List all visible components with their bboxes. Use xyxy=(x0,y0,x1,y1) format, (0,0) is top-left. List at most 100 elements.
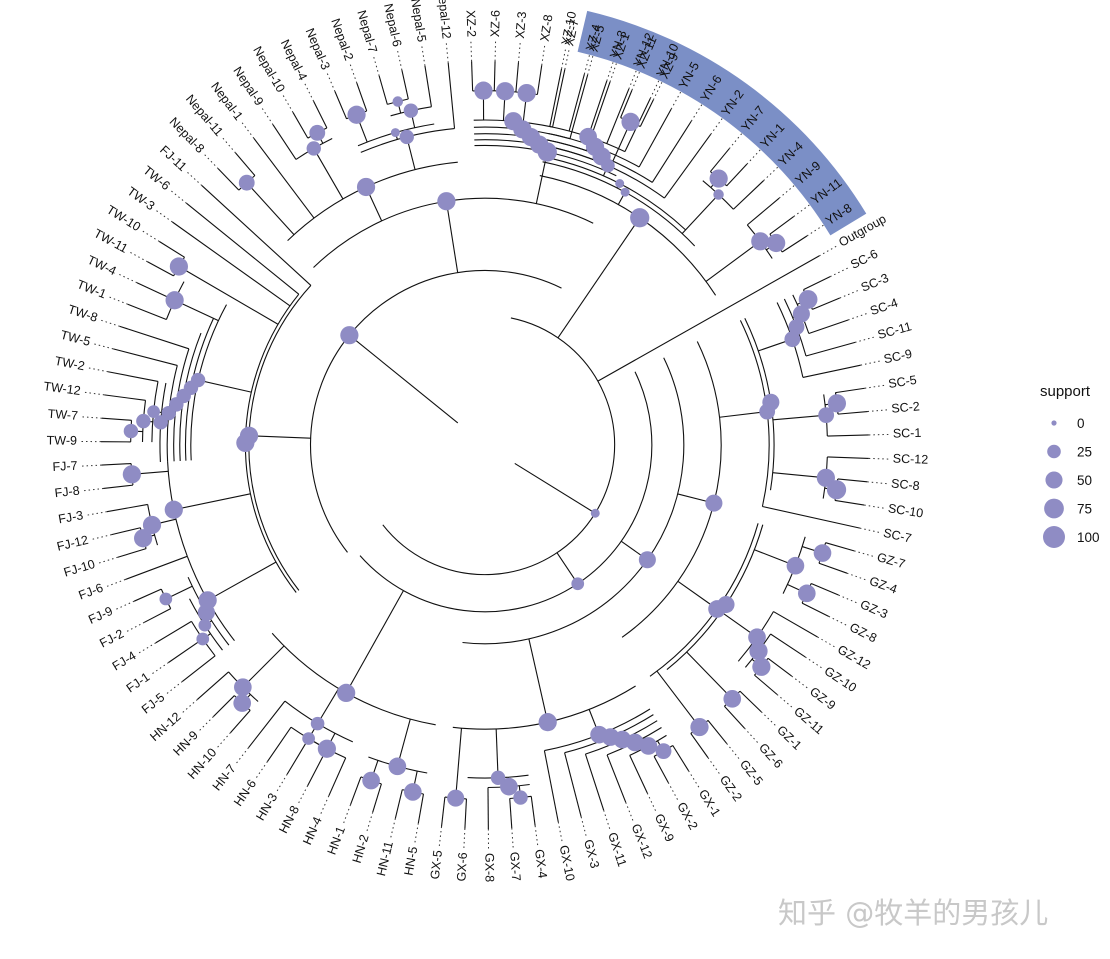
tip-branch xyxy=(663,134,712,199)
support-node-circle xyxy=(122,465,141,484)
support-node-circle xyxy=(390,128,400,138)
tip-dotted-leader xyxy=(817,636,836,648)
tip-branch xyxy=(106,503,148,513)
tip-dotted-leader xyxy=(93,343,114,350)
tip-dotted-leader xyxy=(778,184,795,199)
tip-branch xyxy=(639,99,654,127)
support-node-circle xyxy=(233,694,252,712)
tip-dotted-leader xyxy=(557,821,563,842)
tip-branch xyxy=(168,638,204,663)
support-node-circle xyxy=(709,169,728,188)
tip-dotted-leader xyxy=(298,785,309,804)
legend-label: 100 xyxy=(1077,530,1100,545)
tip-label: HN-6 xyxy=(231,777,259,809)
tip-dotted-leader xyxy=(864,504,885,509)
tip-branch xyxy=(653,756,669,783)
support-node-circle xyxy=(590,508,600,518)
tip-branch xyxy=(107,371,159,382)
tip-branch xyxy=(837,410,868,415)
support-node-circle xyxy=(500,777,518,796)
tip-branch xyxy=(530,796,536,826)
tip-branch xyxy=(805,341,856,357)
support-node-circle xyxy=(513,790,528,805)
support-node-circle xyxy=(317,739,336,758)
support-node-circle xyxy=(630,208,650,228)
tip-label: SC-5 xyxy=(887,373,917,391)
tip-label: Nepal-4 xyxy=(278,37,310,82)
tip-dotted-leader xyxy=(625,802,634,822)
internal-branch xyxy=(557,217,641,339)
support-node-circle xyxy=(798,290,818,309)
tip-branch xyxy=(272,124,297,160)
tip-branch xyxy=(834,499,865,506)
tip-label: SC-4 xyxy=(868,296,900,319)
tip-branch xyxy=(569,74,589,139)
tip-dotted-leader xyxy=(108,296,128,305)
tip-dotted-leader xyxy=(806,224,825,237)
support-node-circle xyxy=(504,112,523,131)
tip-branch xyxy=(827,456,869,459)
tip-label: FJ-3 xyxy=(57,508,84,526)
tip-dotted-leader xyxy=(603,810,611,830)
support-node-circle xyxy=(362,771,380,790)
clade-arc xyxy=(313,197,594,268)
tip-label: FJ-1 xyxy=(124,670,153,696)
tip-branch xyxy=(543,750,559,823)
tip-label: GZ-6 xyxy=(756,741,786,771)
support-node-layer xyxy=(122,81,847,807)
tip-branch xyxy=(835,387,865,394)
support-node-circle xyxy=(690,717,709,737)
tip-dotted-leader xyxy=(847,312,868,321)
tip-dotted-leader xyxy=(373,56,380,77)
tip-label: SC-8 xyxy=(891,476,921,493)
tip-label: TW-5 xyxy=(59,328,92,349)
tip-label: Nepal-6 xyxy=(381,2,404,48)
tip-label: XZ-8 xyxy=(538,14,556,43)
tip-branch xyxy=(837,478,868,483)
tip-label: FJ-8 xyxy=(54,484,80,501)
tip-branch xyxy=(808,319,849,335)
tip-label: GX-3 xyxy=(581,838,602,870)
tip-dotted-leader xyxy=(126,621,145,632)
tip-label: HN-2 xyxy=(350,833,372,865)
tip-branch xyxy=(801,602,829,617)
tip-label: FJ-5 xyxy=(139,690,167,716)
tip-label: TW-3 xyxy=(125,184,158,213)
support-node-circle xyxy=(813,544,832,562)
tip-dotted-leader xyxy=(646,792,657,812)
tip-dotted-leader xyxy=(155,209,173,223)
tip-label: XZ-10 xyxy=(559,10,580,46)
tip-dotted-leader xyxy=(276,773,288,792)
tip-label: XZ-6 xyxy=(488,10,503,37)
tip-dotted-leader xyxy=(470,41,473,62)
internal-branch xyxy=(445,201,459,273)
support-node-circle xyxy=(403,103,419,118)
tip-dotted-leader xyxy=(203,154,219,170)
internal-branch xyxy=(686,651,733,700)
tip-dotted-leader xyxy=(868,457,889,460)
legend-swatch xyxy=(1051,420,1057,426)
tip-branch xyxy=(733,180,764,210)
tip-dotted-leader xyxy=(776,694,793,708)
tip-dotted-leader xyxy=(166,681,183,695)
tip-dotted-leader xyxy=(186,171,203,186)
support-node-circle xyxy=(579,127,597,146)
support-node-circle xyxy=(309,124,326,141)
tip-label: HN-7 xyxy=(210,762,239,794)
tip-label: SC-7 xyxy=(882,526,913,546)
tip-dotted-leader xyxy=(860,360,881,366)
tip-dotted-leader xyxy=(115,600,135,610)
tip-label: TW-9 xyxy=(47,433,77,447)
support-node-circle xyxy=(392,96,404,107)
support-node-circle xyxy=(748,628,766,647)
tip-branch xyxy=(230,710,251,733)
support-node-circle xyxy=(388,757,407,776)
tip-label: GX-6 xyxy=(454,852,470,882)
tip-label: FJ-6 xyxy=(77,581,105,603)
tip-dotted-leader xyxy=(494,41,497,62)
tip-branch xyxy=(159,241,185,258)
tip-dotted-leader xyxy=(88,367,109,373)
tip-dotted-leader xyxy=(216,732,231,748)
clade-arc xyxy=(462,357,685,645)
